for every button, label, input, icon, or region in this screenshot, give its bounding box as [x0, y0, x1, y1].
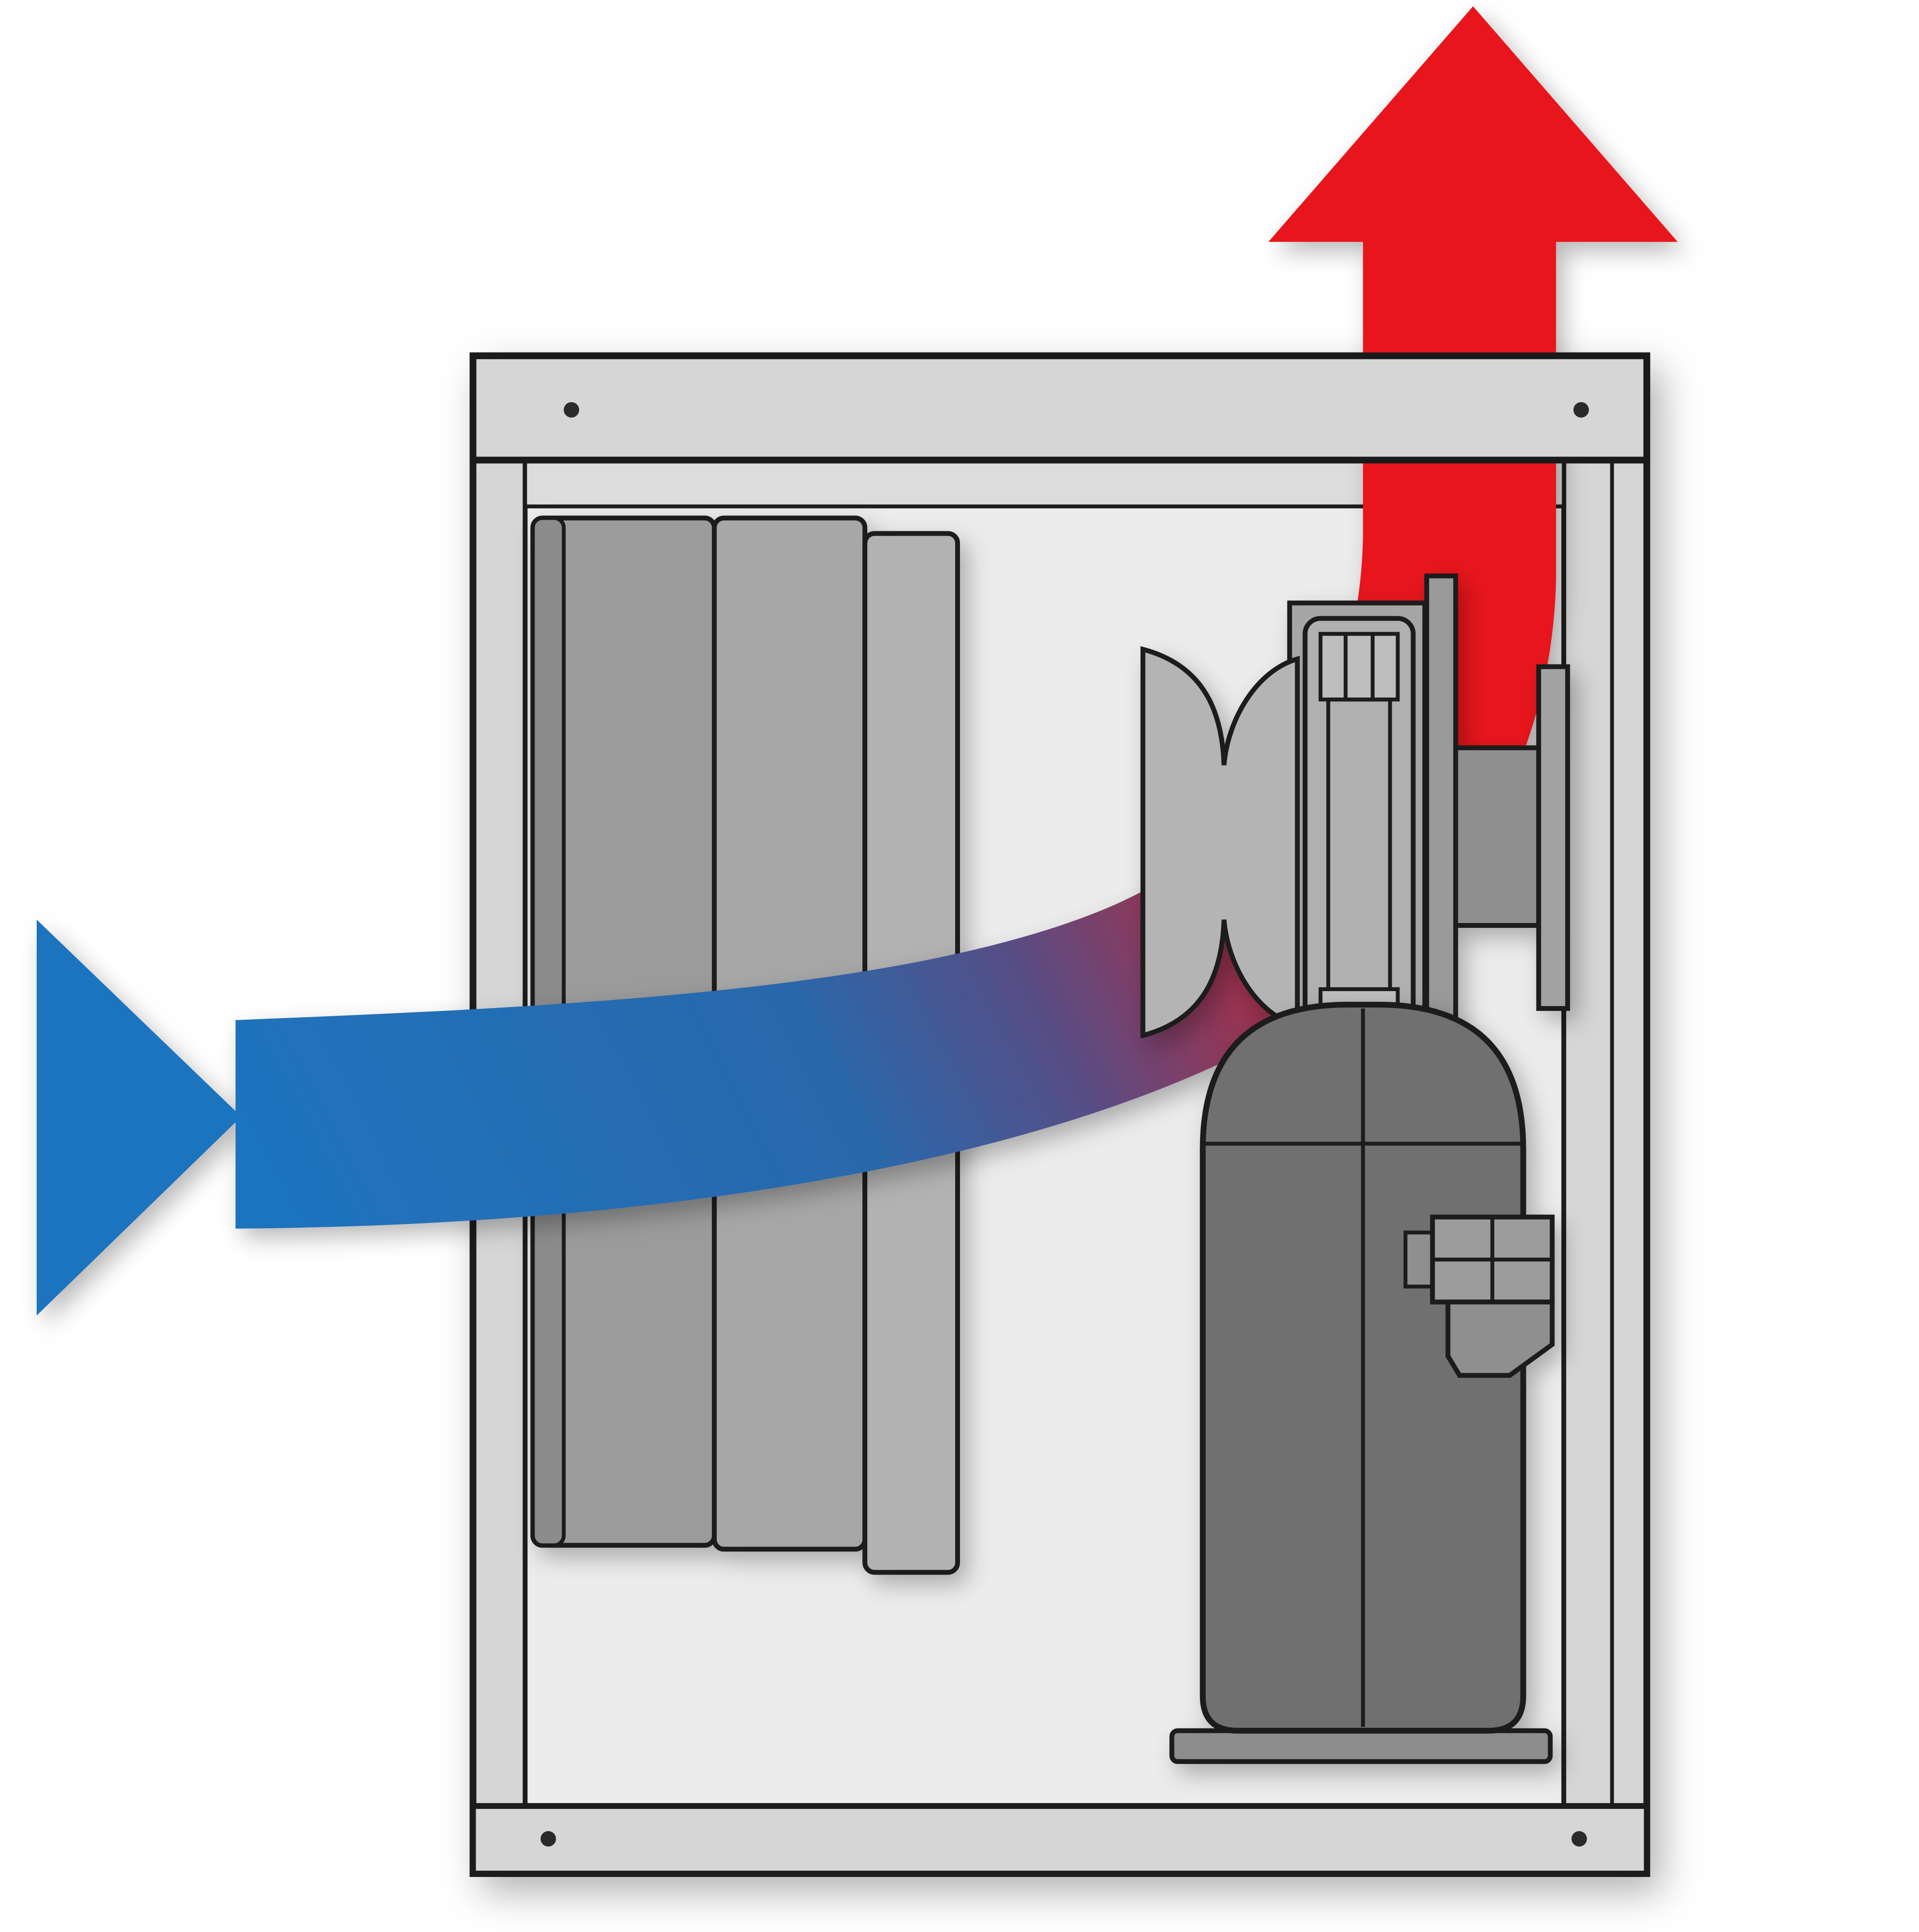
- compressor-valve-block: [1445, 1299, 1555, 1378]
- fan-impeller-channel: [1326, 697, 1392, 991]
- airflow-ribbon: [36, 6, 1678, 1316]
- diagram-root: [36, 6, 1678, 1877]
- cabinet-bottom-panel: [470, 1803, 1650, 1877]
- screw-icon: [540, 1831, 556, 1847]
- flow-ribbon: [235, 232, 1556, 1229]
- compressor-valve-connector: [1403, 1230, 1435, 1289]
- screw-icon: [564, 402, 579, 418]
- fan-impeller-grid-top: [1318, 632, 1400, 702]
- cabinet-top-panel: [469, 352, 1651, 464]
- compressor-base-plate: [1169, 1728, 1553, 1764]
- compressor: [1169, 1001, 1555, 1764]
- cabinet-top: [469, 352, 1651, 464]
- fan-mounting-bracket: [1536, 664, 1570, 1011]
- exhaust-arrow: [1268, 6, 1678, 242]
- screw-icon: [1573, 402, 1589, 418]
- screw-icon: [1571, 1831, 1587, 1847]
- fan-motor-block: [1453, 745, 1541, 928]
- intake-arrow: [36, 920, 241, 1316]
